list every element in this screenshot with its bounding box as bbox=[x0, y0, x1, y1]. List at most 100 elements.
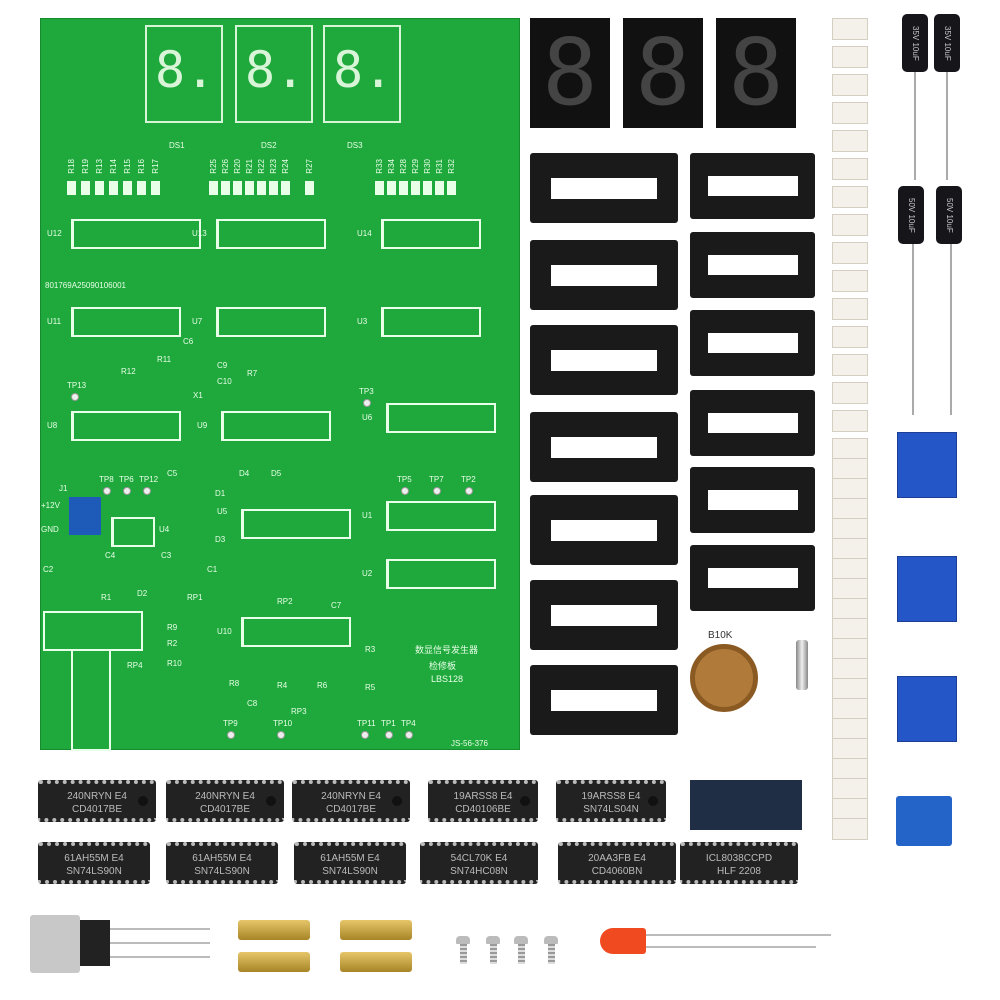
test-point-label: TP4 bbox=[401, 719, 416, 728]
header-connector-strip bbox=[832, 438, 868, 460]
ic-footprint bbox=[71, 307, 181, 337]
chip-code: 19ARSS8 E4 bbox=[453, 791, 513, 802]
header-connector-strip bbox=[832, 270, 868, 292]
digit-outline: 8. bbox=[245, 41, 306, 99]
chip-part: SN74LS04N bbox=[583, 804, 639, 815]
resistor-pad bbox=[375, 181, 384, 195]
test-point-pad bbox=[71, 393, 79, 401]
voltage-regulator-tab bbox=[30, 915, 80, 973]
test-point-label: TP8 bbox=[99, 475, 114, 484]
chip-notch bbox=[648, 796, 658, 806]
resistor-pad bbox=[81, 181, 90, 195]
resistor-pad bbox=[447, 181, 456, 195]
capacitor-lead bbox=[914, 70, 916, 180]
header-connector-strip bbox=[832, 538, 868, 560]
ic-footprint bbox=[386, 559, 496, 589]
header-connector-strip bbox=[832, 410, 868, 432]
header-connector-strip bbox=[832, 558, 868, 580]
header-connector-strip bbox=[832, 382, 868, 404]
resistor-pad bbox=[269, 181, 278, 195]
header-connector-strip bbox=[832, 818, 868, 840]
ic-socket-dip20 bbox=[530, 153, 678, 223]
component-label: C3 bbox=[161, 551, 172, 560]
component-label: C7 bbox=[331, 601, 342, 610]
test-point-pad bbox=[401, 487, 409, 495]
resistor-label: R27 bbox=[305, 159, 314, 174]
chip-part: SN74LS90N bbox=[194, 866, 250, 877]
power-terminal bbox=[69, 497, 101, 535]
test-point-pad bbox=[227, 731, 235, 739]
resistor-pad bbox=[151, 181, 160, 195]
test-point-label: TP12 bbox=[139, 475, 159, 484]
brass-standoff bbox=[340, 920, 412, 940]
voltage-regulator-body bbox=[80, 920, 110, 966]
component-label: D5 bbox=[271, 469, 282, 478]
chip-code: 240NRYN E4 bbox=[67, 791, 127, 802]
header-connector-strip bbox=[832, 798, 868, 820]
resistor-pad bbox=[435, 181, 444, 195]
screw-terminal bbox=[896, 796, 952, 846]
ic-socket-dip16 bbox=[690, 545, 815, 611]
ic-socket-dip16 bbox=[690, 153, 815, 219]
resistor-pad bbox=[233, 181, 242, 195]
screw bbox=[456, 936, 470, 964]
pcb-display-ds2: 8. bbox=[235, 25, 313, 123]
component-label: X1 bbox=[193, 391, 203, 400]
chip-code: 19ARSS8 E4 bbox=[581, 791, 641, 802]
resistor-label: R18 bbox=[67, 159, 76, 174]
header-connector-strip bbox=[832, 498, 868, 520]
ic-label: U3 bbox=[357, 317, 368, 326]
cap-voltage: 50V bbox=[945, 197, 954, 212]
resistor-label: R30 bbox=[423, 159, 432, 174]
resistor-label: R13 bbox=[95, 159, 104, 174]
header-connector-strip bbox=[832, 354, 868, 376]
test-point-pad bbox=[433, 487, 441, 495]
header-connector-strip bbox=[832, 698, 868, 720]
resistor-pad bbox=[209, 181, 218, 195]
component-label: R8 bbox=[229, 679, 240, 688]
resistor-pad bbox=[411, 181, 420, 195]
test-point-pad bbox=[363, 399, 371, 407]
header-connector-strip bbox=[832, 718, 868, 740]
regulator-lead bbox=[110, 956, 210, 958]
ic-footprint bbox=[241, 617, 351, 647]
header-connector-strip bbox=[832, 158, 868, 180]
ic-footprint bbox=[71, 411, 181, 441]
component-label: RP4 bbox=[127, 661, 143, 670]
header-connector-strip bbox=[832, 242, 868, 264]
component-label: C10 bbox=[217, 377, 232, 386]
ic-label: U8 bbox=[47, 421, 58, 430]
resistor-pad bbox=[109, 181, 118, 195]
rp4-shaft-outline bbox=[71, 651, 111, 751]
test-point-pad bbox=[405, 731, 413, 739]
seven-segment-display: 8 bbox=[530, 18, 610, 128]
test-point-label: TP2 bbox=[461, 475, 476, 484]
test-point-label: TP5 bbox=[397, 475, 412, 484]
component-label: R1 bbox=[101, 593, 112, 602]
ic-footprint bbox=[386, 501, 496, 531]
resistor-label: R19 bbox=[81, 159, 90, 174]
ic-socket-dip16 bbox=[690, 232, 815, 298]
resistor-label: R31 bbox=[435, 159, 444, 174]
component-label: C5 bbox=[167, 469, 178, 478]
component-label: C4 bbox=[105, 551, 116, 560]
resistor-label: R32 bbox=[447, 159, 456, 174]
chip-notch bbox=[392, 796, 402, 806]
header-connector-strip bbox=[832, 326, 868, 348]
test-point-pad bbox=[103, 487, 111, 495]
component-label: C6 bbox=[183, 337, 194, 346]
ic-chip: 19ARSS8 E4 SN74LS04N bbox=[556, 780, 666, 822]
diode-tape bbox=[690, 780, 802, 830]
test-point-pad bbox=[465, 487, 473, 495]
resistor-pad bbox=[137, 181, 146, 195]
resistor-label: R25 bbox=[209, 159, 218, 174]
chip-code: 54CL70K E4 bbox=[450, 853, 508, 864]
ic-socket-dip20 bbox=[530, 665, 678, 735]
label: GND bbox=[41, 525, 59, 534]
header-connector-strip bbox=[832, 618, 868, 640]
header-connector-strip bbox=[832, 130, 868, 152]
seven-segment-display: 8 bbox=[623, 18, 703, 128]
